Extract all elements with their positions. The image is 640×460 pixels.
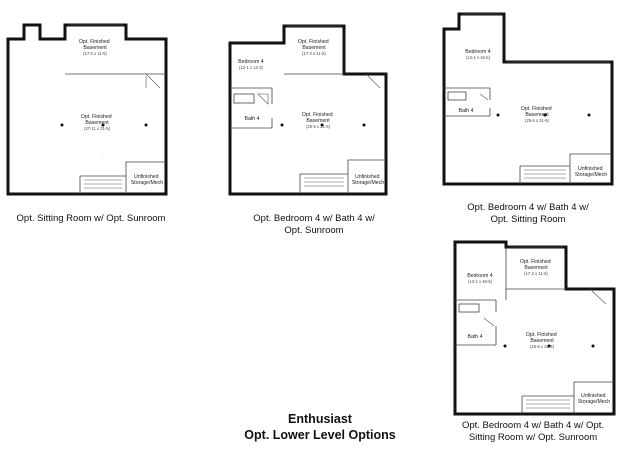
plan-4-closet [458,303,480,313]
plan-1-storage-wall [125,161,166,194]
plan-3-storage-name: Unfinished Storage/Mech [575,166,607,178]
plan-3-column [587,113,591,117]
plan-2-stair-line [365,73,381,89]
plan-2-column [362,123,366,127]
plan-2-door-swing [257,93,269,105]
plan-4-stair-line [589,288,607,305]
plan-1-outer-wall [6,23,168,196]
plan-4-column [591,344,595,348]
plan-3-outer-wall [442,12,614,186]
plan-3: Bedroom 4 (12-1 x 16-5) Bath 4 Opt. Fini… [442,12,614,186]
plan-3-closet [447,91,467,101]
plan-3-door-swing [479,93,489,101]
plan-3-bath-name: Bath 4 [459,108,474,114]
plan-4-bedroom-name: Bedroom 4 [467,273,492,279]
plan-2-column [280,123,284,127]
plan-1-sunroom-dim: (17-2 x 11-5) [83,51,107,56]
plan-4-main-name: Opt. Finished Basement [526,332,558,344]
plan-4: Bedroom 4 (13-1 x 16-5) Opt. Finished Ba… [453,240,616,416]
plan-2-sunroom-name: Opt. Finished Basement [298,39,330,51]
plan-4-column [503,344,507,348]
plan-3-caption-line-1: Opt. Bedroom 4 w/ Bath 4 w/ [467,202,589,213]
page-title-line-2: Opt. Lower Level Options [244,428,396,442]
plan-4-sunroom-dim: (17-2 x 11-5) [524,271,548,276]
plan-1-stair-line [145,73,161,89]
plan-2-storage-wall [347,159,386,194]
plan-1-main-dim: (37-11 x 21-5) [84,126,111,131]
plan-4-bedroom-dim: (13-1 x 16-5) [468,279,493,284]
plan-2-bath-name: Bath 4 [245,116,260,122]
plan-2: Bedroom 4 (12-1 x 12-3) Opt. Finished Ba… [228,24,388,196]
plan-2-main-name: Opt. Finished Basement [302,112,334,124]
plan-3-column [543,113,547,117]
plan-3-caption: Opt. Bedroom 4 w/ Bath 4 w/ Opt. Sitting… [440,202,616,226]
plan-3-main-dim: (25-5 x 21-5) [525,118,550,123]
plan-4-main-dim: (26-5 x 21-5) [530,344,555,349]
plan-4-caption-line-1: Opt. Bedroom 4 w/ Bath 4 w/ Opt. [461,420,605,431]
plan-1-caption: Opt. Sitting Room w/ Opt. Sunroom [0,213,182,225]
page-title: Enthusiast Opt. Lower Level Options [200,411,440,443]
plan-3-main-name: Opt. Finished Basement [521,106,553,118]
plan-3-caption-line-2: Opt. Sitting Room [490,214,566,225]
plan-4-caption: Opt. Bedroom 4 w/ Bath 4 w/ Opt. Sitting… [442,420,624,444]
plan-2-closet [233,93,255,104]
plan-1-column [144,123,148,127]
plan-3-bedroom-dim: (12-1 x 16-5) [466,55,491,60]
plan-1-sunroom-name: Opt. Finished Basement [79,39,111,51]
plan-2-column [320,123,324,127]
plan-1-equipment-mark: ▫ [103,155,104,159]
plan-3-storage-wall [569,153,612,184]
plan-2-caption: Opt. Bedroom 4 w/ Bath 4 w/ Opt. Sunroom [226,213,402,237]
plan-2-storage-name: Unfinished Storage/Mech [352,174,384,186]
plan-2-main-dim: (25-5 x 21-5) [306,124,331,129]
plan-1-column [60,123,64,127]
plan-4-storage-name: Unfinished Storage/Mech [578,393,610,405]
plan-1-storage-name: Unfinished Storage/Mech [131,174,163,186]
plan-2-bedroom-wall [230,87,273,104]
plan-1-column [101,123,105,127]
plan-4-bath-name: Bath 4 [468,334,483,340]
plan-2-caption-line-2: Opt. Sunroom [284,225,344,236]
plan-2-sunroom-dim: (17-2 x 11-5) [302,51,326,56]
plan-1: ▫ Opt. Finished Basement (17-2 x 11-5) O… [6,23,168,196]
plan-4-caption-line-2: Sitting Room w/ Opt. Sunroom [468,432,598,443]
plan-1-caption-text: Opt. Sitting Room w/ Opt. Sunroom [16,213,166,224]
plan-2-bedroom-name: Bedroom 4 [238,59,263,65]
plan-4-storage-wall [573,381,614,414]
plan-3-column [496,113,500,117]
plan-2-bedroom-dim: (12-1 x 12-3) [239,65,264,70]
plan-2-caption-line-1: Opt. Bedroom 4 w/ Bath 4 w/ [253,213,375,224]
page-title-line-1: Enthusiast [288,412,352,426]
plan-1-main-name: Opt. Finished Basement [81,114,113,126]
plan-4-door-swing [483,317,495,327]
plan-4-column [547,344,551,348]
plan-4-sunroom-name: Opt. Finished Basement [520,259,552,271]
plan-3-bedroom-name: Bedroom 4 [465,49,490,55]
